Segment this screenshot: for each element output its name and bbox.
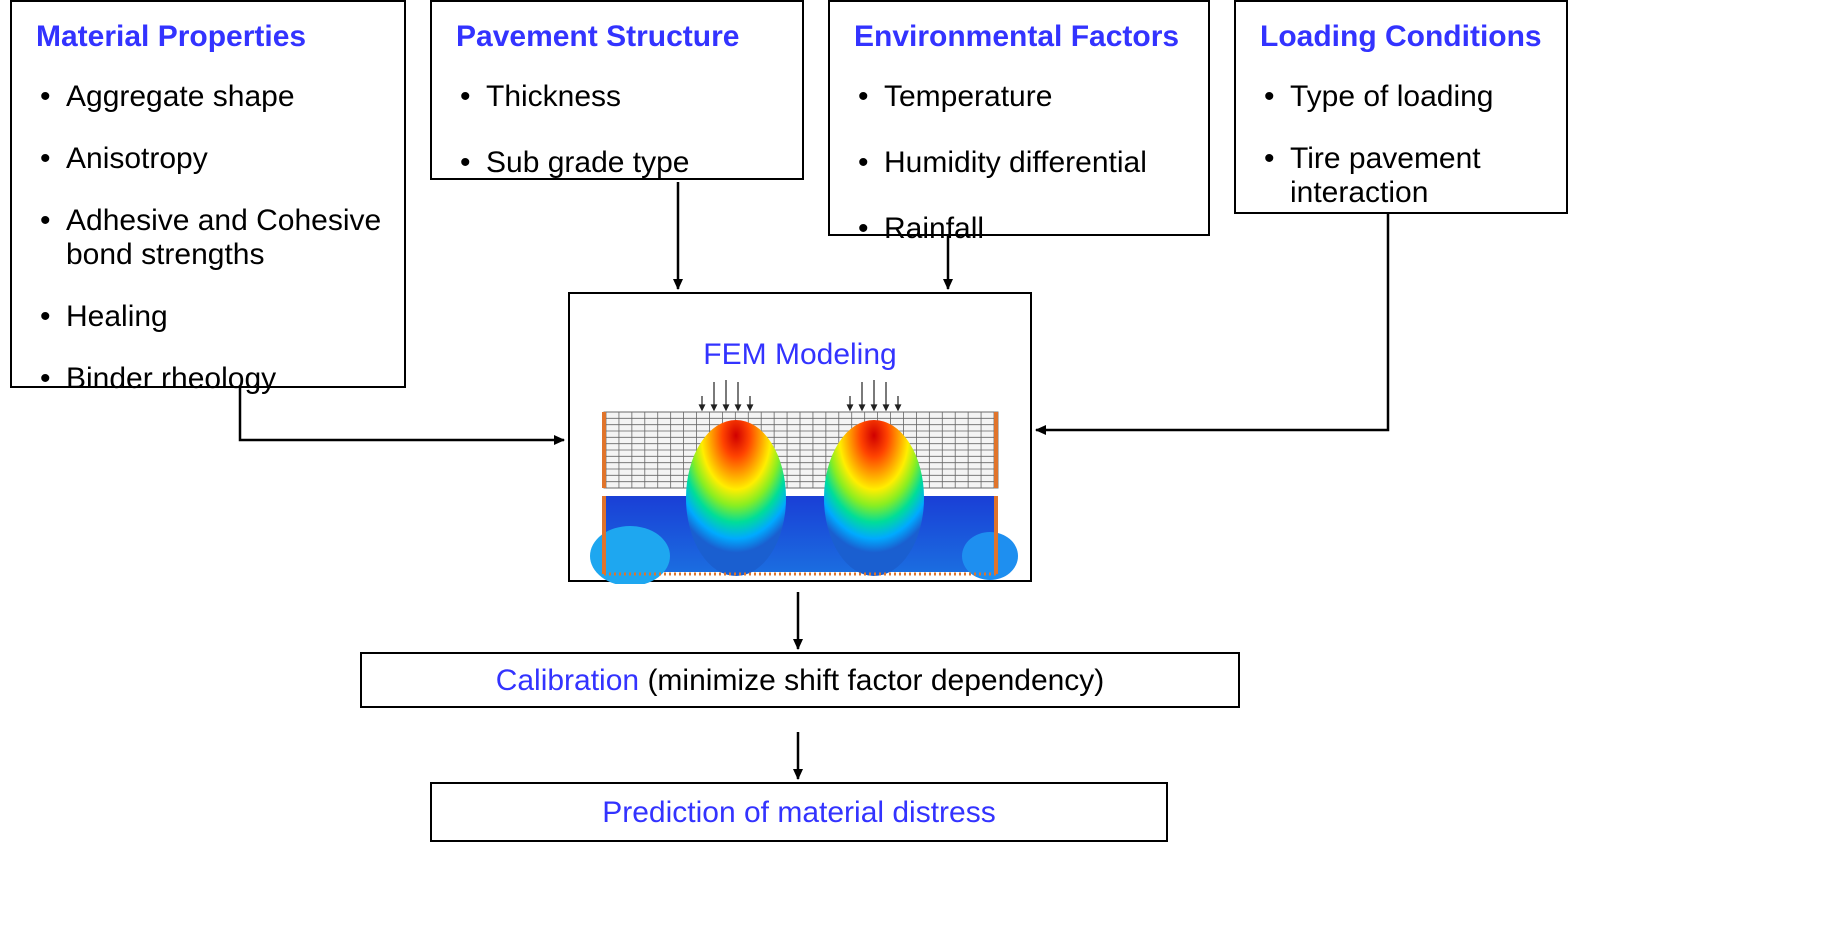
load-arrow-head (734, 404, 742, 412)
load-arrow-head (894, 404, 902, 412)
list-item: Temperature (858, 80, 1147, 114)
fem-modeling-box: FEM Modeling (568, 292, 1032, 584)
load-arrow-head (746, 404, 754, 412)
load-arrow-head (698, 404, 706, 412)
pavement-structure-title: Pavement Structure (456, 20, 740, 53)
prediction-text: Prediction of material distress (602, 796, 996, 829)
list-item: Type of loading (1264, 80, 1530, 114)
loading-conditions-title: Loading Conditions (1260, 20, 1542, 53)
material-properties-list: Aggregate shape Anisotropy Adhesive and … (40, 80, 406, 424)
load-arrow-head (882, 404, 890, 412)
list-item: Aggregate shape (40, 80, 406, 114)
fem-mesh-figure (590, 380, 1018, 584)
material-properties-title: Material Properties (36, 20, 307, 53)
calibration-box: Calibration (minimize shift factor depen… (360, 652, 1240, 708)
list-item: Binder rheology (40, 362, 406, 396)
loading-conditions-list: Type of loading Tire pavement interactio… (1264, 80, 1530, 238)
load-arrow-head (846, 404, 854, 412)
load-arrow-head (710, 404, 718, 412)
list-item: Anisotropy (40, 142, 406, 176)
list-item: Thickness (460, 80, 689, 114)
calibration-label: Calibration (495, 664, 640, 697)
pavement-structure-box: Pavement Structure Thickness Sub grade t… (430, 0, 804, 180)
pavement-structure-list: Thickness Sub grade type (460, 80, 689, 212)
list-item: Rainfall (858, 212, 1147, 246)
calibration-text: Calibration (minimize shift factor depen… (362, 664, 1238, 698)
environmental-factors-box: Environmental Factors Temperature Humidi… (828, 0, 1210, 245)
list-item: Adhesive and Cohesive bond strengths (40, 204, 406, 272)
environmental-factors-list: Temperature Humidity differential Rainfa… (858, 80, 1147, 278)
load-arrow-head (722, 404, 730, 412)
load-arrow-head (858, 404, 866, 412)
material-properties-box: Material Properties Aggregate shape Anis… (10, 0, 406, 395)
list-item: Humidity differential (858, 146, 1147, 180)
fem-modeling-title: FEM Modeling (703, 338, 897, 371)
environmental-factors-title: Environmental Factors (854, 20, 1180, 53)
list-item: Healing (40, 300, 406, 334)
load-arrow-head (870, 404, 878, 412)
calibration-detail: (minimize shift factor dependency) (639, 664, 1105, 697)
loading-conditions-box: Loading Conditions Type of loading Tire … (1234, 0, 1568, 214)
prediction-box: Prediction of material distress (430, 782, 1168, 842)
list-item: Sub grade type (460, 146, 689, 180)
list-item: Tire pavement interaction (1264, 142, 1530, 210)
